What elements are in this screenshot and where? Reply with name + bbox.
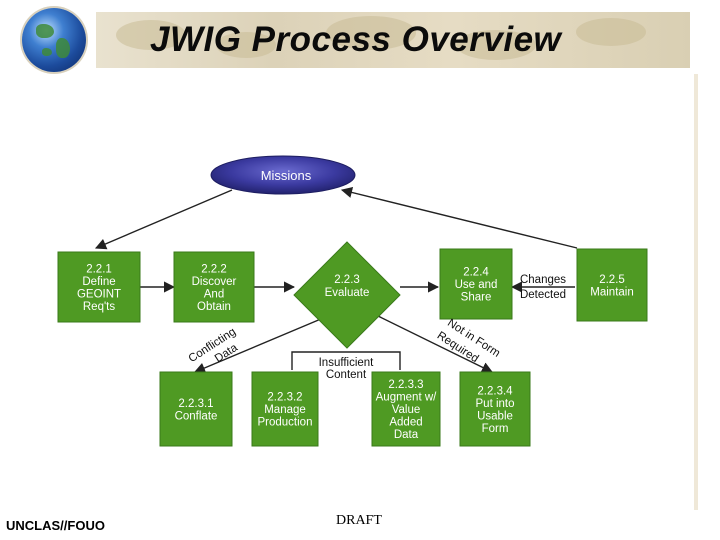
box-2233-label-0: 2.2.3.3	[388, 379, 423, 391]
box-222-label-3: Obtain	[197, 301, 231, 313]
box-2231	[159, 371, 233, 447]
classification-marking: UNCLAS//FOUO	[6, 518, 105, 533]
box-2233-label-1: Augment w/	[376, 392, 438, 404]
box-222	[173, 251, 255, 323]
arrow-225-to-missions	[340, 186, 578, 249]
box-2232-label-2: Production	[258, 417, 313, 429]
insufficient-content-label-1: Insufficient	[319, 357, 375, 369]
box-221-label-0: 2.2.1	[86, 263, 112, 275]
box-224-label-2: Share	[461, 292, 492, 304]
box-2234	[459, 371, 531, 447]
box-221-label-1: Define	[82, 276, 115, 288]
box-2234-label-2: Usable	[477, 410, 513, 422]
box-2231-label-1: Conflate	[175, 410, 218, 422]
box-224	[439, 248, 513, 320]
box-222-label-1: Discover	[192, 276, 237, 288]
page-title: JWIG Process Overview	[150, 20, 562, 59]
box-225	[576, 248, 648, 322]
box-224-label-0: 2.2.4	[463, 267, 489, 279]
world-map-banner	[96, 12, 690, 68]
decorative-strip	[694, 74, 698, 510]
box-221-label-2: GEOINT	[77, 288, 121, 300]
box-2233-label-3: Added	[389, 417, 422, 429]
evaluate-diamond-label-1: Evaluate	[325, 287, 370, 299]
box-222-label-0: 2.2.2	[201, 263, 227, 275]
evaluate-diamond-label-0: 2.2.3	[334, 274, 360, 286]
box-2233-label-4: Data	[394, 429, 419, 441]
arrow-223-to-2231	[193, 315, 329, 374]
missions-label: Missions	[261, 168, 312, 183]
box-221-label-3: Req'ts	[83, 301, 115, 313]
box-2233-label-2: Value	[392, 404, 421, 416]
changes-detected-label-2: Detected	[520, 289, 566, 301]
globe-icon	[22, 8, 86, 72]
box-222-label-2: And	[204, 288, 224, 300]
box-2232-label-1: Manage	[264, 404, 306, 416]
draft-marking: DRAFT	[336, 513, 382, 528]
box-221	[57, 251, 141, 323]
insufficient-content-label-2: Content	[326, 369, 367, 381]
box-2232-label-0: 2.2.3.2	[267, 392, 302, 404]
missions-ellipse	[210, 155, 356, 195]
changes-detected-label-1: Changes	[520, 274, 566, 286]
box-2234-label-3: Form	[482, 423, 509, 435]
box-225-label-1: Maintain	[590, 286, 633, 298]
box-225-label-0: 2.2.5	[599, 274, 625, 286]
evaluate-diamond	[293, 241, 401, 349]
box-2231-label-0: 2.2.3.1	[178, 398, 213, 410]
arrow-missions-to-221	[94, 189, 233, 250]
box-2234-label-0: 2.2.3.4	[477, 385, 513, 397]
arrow-223-to-2234	[377, 315, 494, 373]
box-224-label-1: Use and	[455, 279, 498, 291]
box-2232	[251, 371, 319, 447]
connector-insufficient-content	[291, 351, 401, 370]
connectors	[94, 186, 578, 374]
box-2234-label-1: Put into	[476, 398, 515, 410]
header: JWIG Process Overview	[0, 0, 720, 76]
box-2233	[371, 371, 441, 447]
